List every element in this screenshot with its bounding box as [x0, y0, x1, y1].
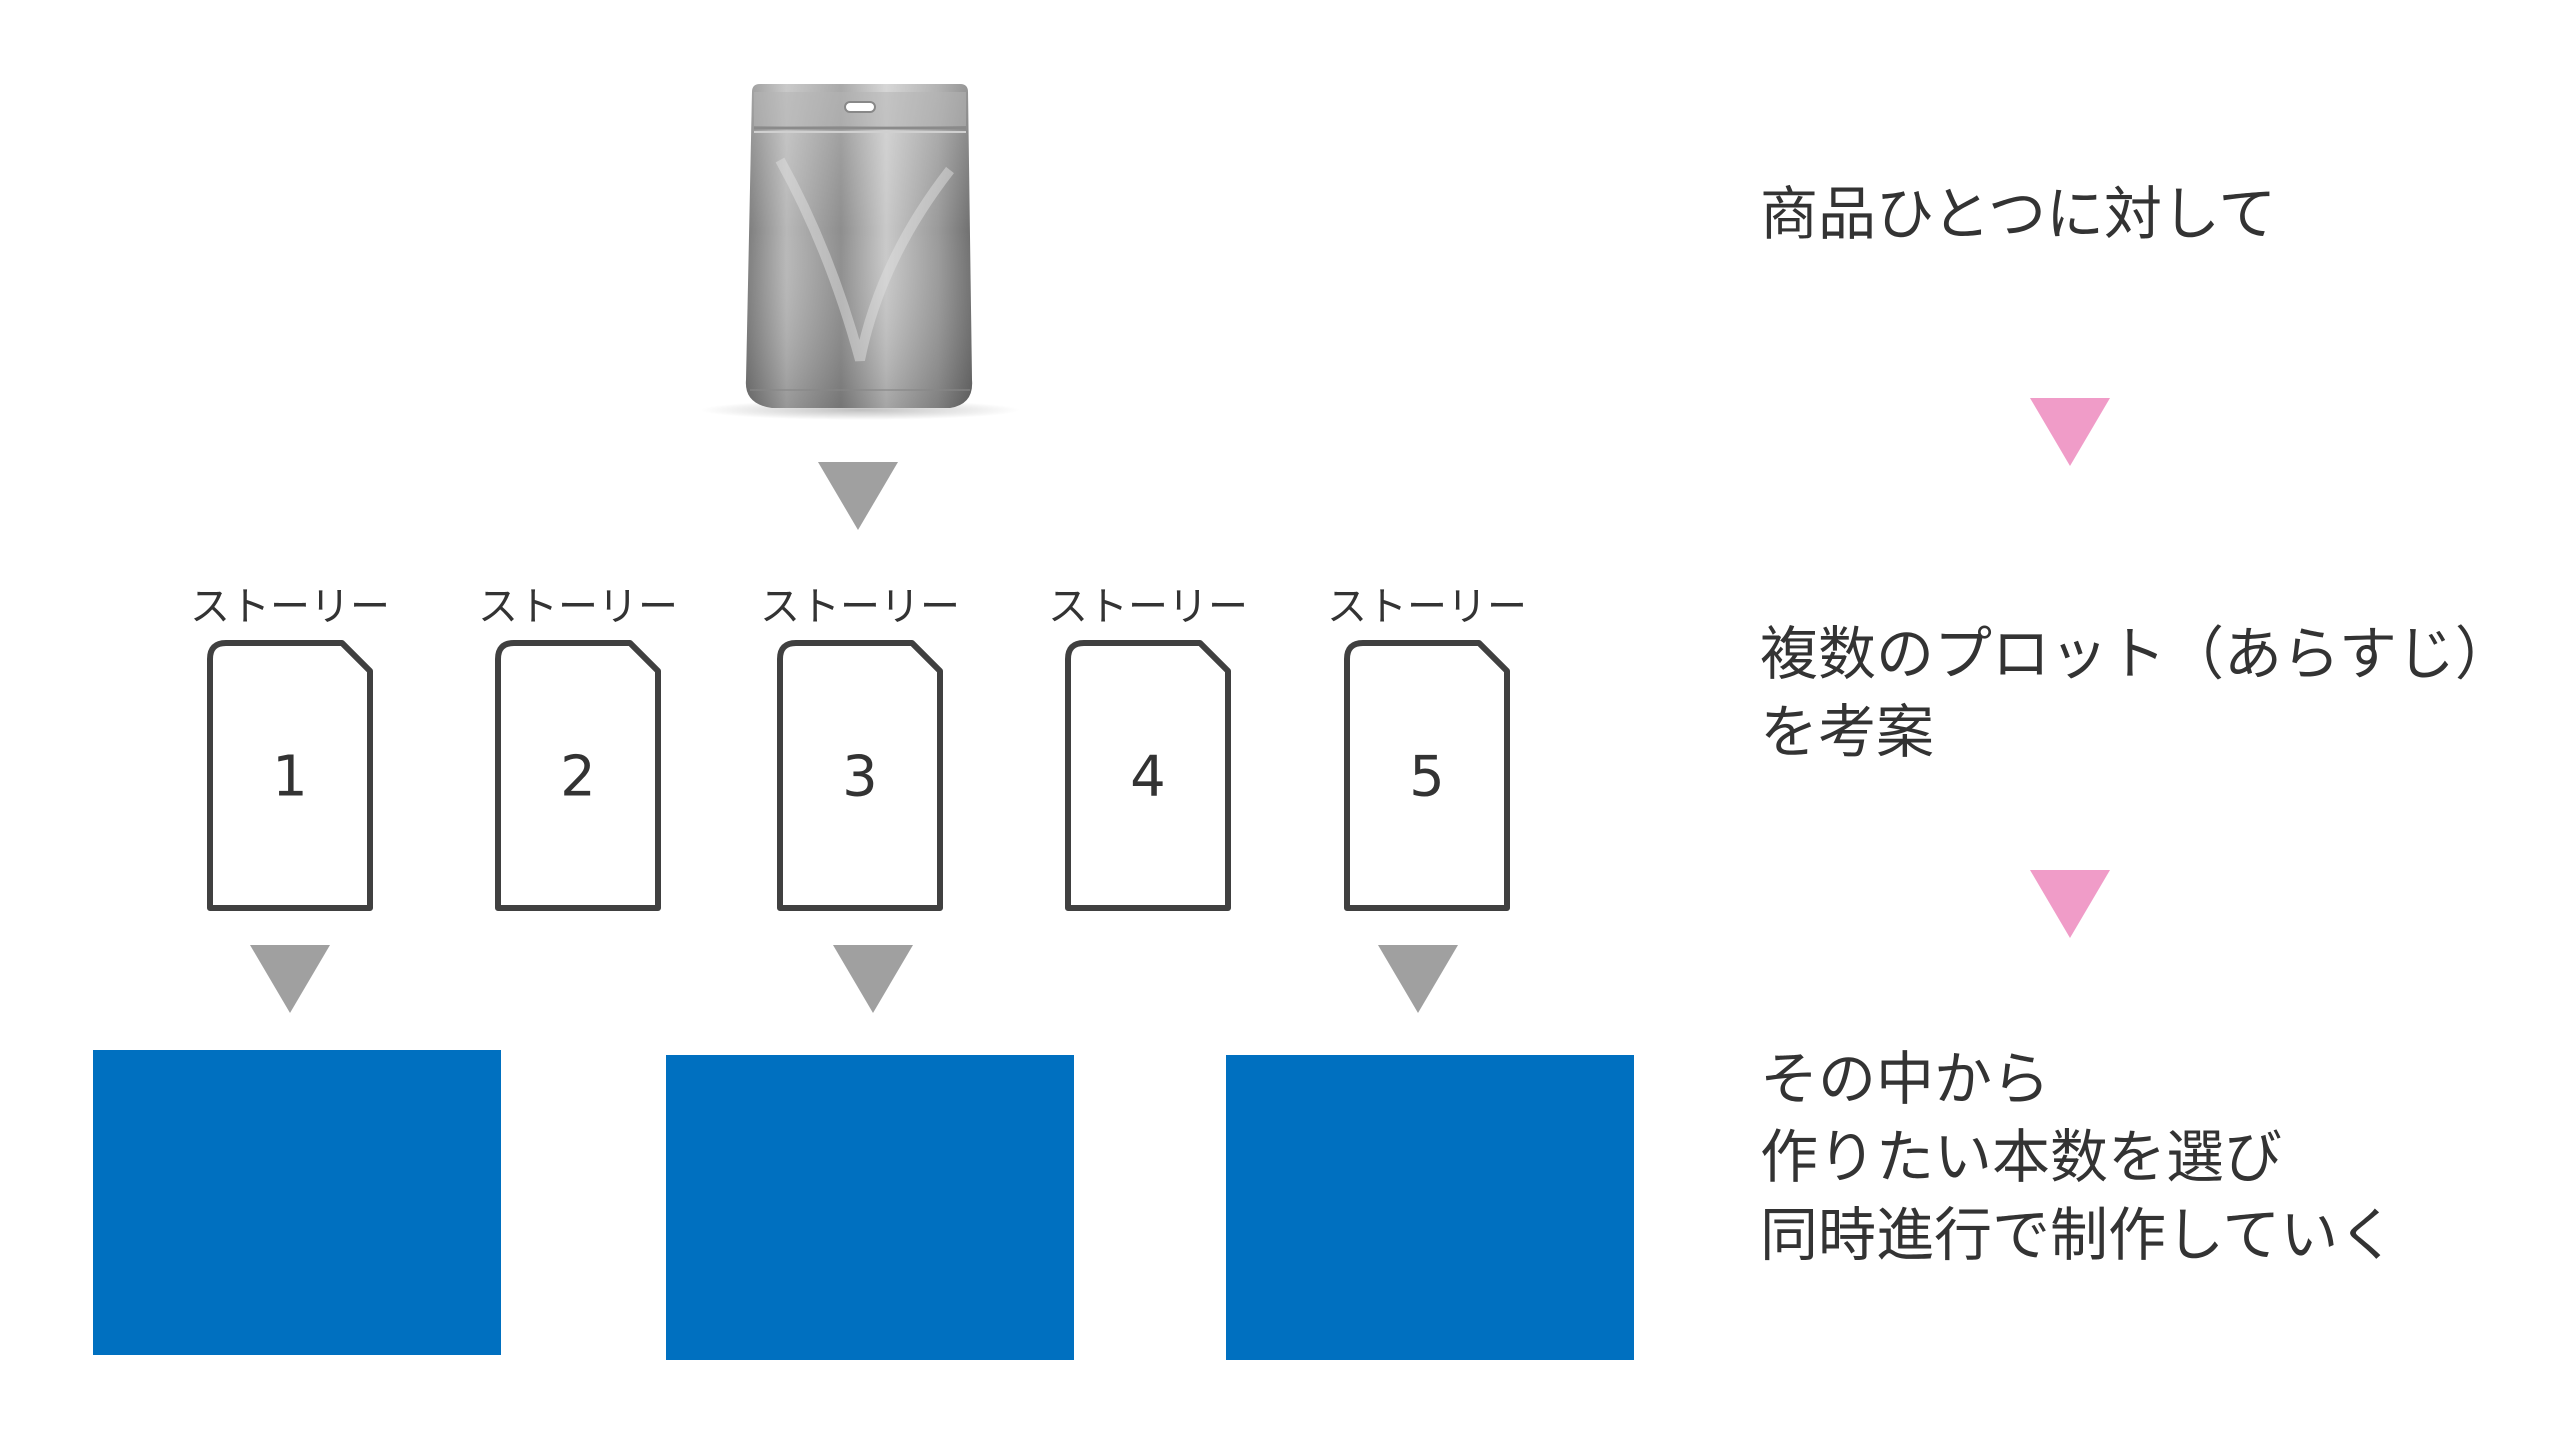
output-block-1 [93, 1050, 501, 1355]
story-card-number: 5 [1409, 745, 1445, 810]
down-triangle-icon [2030, 398, 2110, 466]
story-card-label: ストーリー [190, 584, 390, 630]
story-card: ストーリー 1 [190, 584, 390, 911]
document-card-icon [777, 640, 943, 911]
step-1-text: 商品ひとつに対して [1760, 175, 2276, 253]
story-card-number: 4 [1130, 745, 1166, 810]
output-block-2 [666, 1055, 1074, 1360]
down-triangle-icon [1378, 945, 1458, 1013]
step-3-line-1: その中から [1760, 1045, 2051, 1113]
story-card-number: 2 [560, 745, 596, 810]
document-card-icon [207, 640, 373, 911]
story-card-number: 3 [842, 745, 878, 810]
document-card-icon [1344, 640, 1510, 911]
story-card-label: ストーリー [1327, 584, 1527, 630]
product-pouch-icon [700, 84, 1020, 420]
story-card-label: ストーリー [478, 584, 678, 630]
story-card: ストーリー 3 [760, 584, 960, 911]
step-2-text: 複数のプロット（あらすじ） を考案 [1760, 615, 2513, 771]
step-3-line-2: 作りたい本数を選び [1760, 1123, 2283, 1191]
step-3-text: その中から 作りたい本数を選び 同時進行で制作していく [1760, 1040, 2396, 1274]
down-triangle-icon [250, 945, 330, 1013]
step-2-line-2: を考案 [1760, 698, 1935, 766]
story-card: ストーリー 5 [1327, 584, 1527, 911]
document-card-icon [495, 640, 661, 911]
story-card-number: 1 [272, 745, 308, 810]
story-card-label: ストーリー [1048, 584, 1248, 630]
story-card-label: ストーリー [760, 584, 960, 630]
output-block-3 [1226, 1055, 1634, 1360]
story-card: ストーリー 4 [1048, 584, 1248, 911]
step-2-line-1: 複数のプロット（あらすじ） [1760, 620, 2513, 688]
story-card: ストーリー 2 [478, 584, 678, 911]
step-1-line-1: 商品ひとつに対して [1760, 180, 2277, 248]
down-triangle-icon [2030, 870, 2110, 938]
down-triangle-icon [818, 462, 898, 530]
story-cards: ストーリー 1 ストーリー 2 ストーリー 3 ストーリー 4 ストーリー 5 [190, 584, 1527, 911]
document-card-icon [1065, 640, 1231, 911]
step-3-line-3: 同時進行で制作していく [1760, 1201, 2397, 1269]
down-triangle-icon [833, 945, 913, 1013]
